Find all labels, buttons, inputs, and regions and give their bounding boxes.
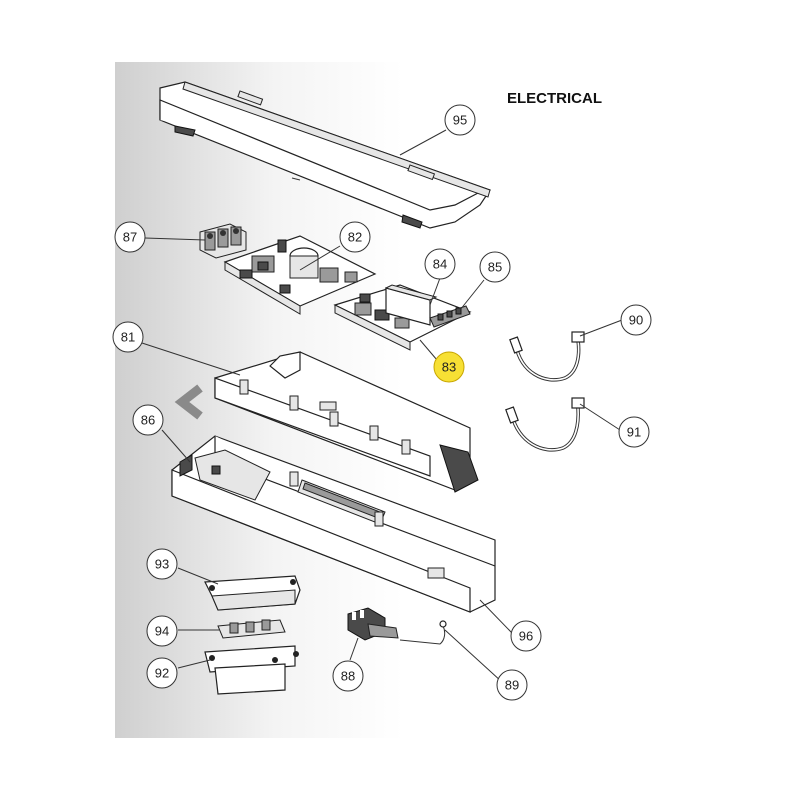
- part-93-bracket: [204, 575, 301, 611]
- part-95-cover: [159, 81, 491, 229]
- part-88-sensor: [347, 607, 399, 641]
- callout-95[interactable]: 95: [444, 104, 476, 136]
- callout-88[interactable]: 88: [332, 660, 364, 692]
- callout-81-label: 81: [121, 330, 135, 345]
- callout-85-label: 85: [488, 260, 502, 275]
- part-94-connector: [217, 619, 286, 639]
- callout-84[interactable]: 84: [424, 248, 456, 280]
- callout-81[interactable]: 81: [112, 321, 144, 353]
- part-92-power-module: [204, 645, 299, 695]
- part-89-wire-sensor: [399, 620, 447, 645]
- part-87-terminal-block: [199, 223, 247, 259]
- callout-90[interactable]: 90: [620, 304, 652, 336]
- callout-84-label: 84: [433, 257, 447, 272]
- callout-82[interactable]: 82: [339, 221, 371, 253]
- chevron-left-icon[interactable]: [174, 384, 203, 420]
- callout-91[interactable]: 91: [618, 416, 650, 448]
- callout-96[interactable]: 96: [510, 620, 542, 652]
- diagram-background: [115, 62, 755, 738]
- callout-94[interactable]: 94: [146, 615, 178, 647]
- callout-87[interactable]: 87: [114, 221, 146, 253]
- callout-82-label: 82: [348, 230, 362, 245]
- callout-89-label: 89: [505, 678, 519, 693]
- part-90-wire-harness: [509, 331, 585, 382]
- callout-93[interactable]: 93: [146, 548, 178, 580]
- callout-95-label: 95: [453, 113, 467, 128]
- callout-83[interactable]: 83: [433, 351, 465, 383]
- callout-86[interactable]: 86: [132, 404, 164, 436]
- callout-92-label: 92: [155, 666, 169, 681]
- callout-91-label: 91: [627, 425, 641, 440]
- callout-94-label: 94: [155, 624, 169, 639]
- callout-96-label: 96: [519, 629, 533, 644]
- part-81-board-holder: [214, 351, 479, 493]
- part-86-panel-frame: [171, 435, 496, 613]
- diagram-title: ELECTRICAL: [507, 90, 602, 107]
- callout-83-label: 83: [442, 360, 456, 375]
- callout-86-label: 86: [141, 413, 155, 428]
- callout-85[interactable]: 85: [479, 251, 511, 283]
- part-91-wire-harness: [505, 397, 585, 452]
- callout-87-label: 87: [123, 230, 137, 245]
- callout-90-label: 90: [629, 313, 643, 328]
- part-84-display-module: [384, 284, 438, 326]
- callout-93-label: 93: [155, 557, 169, 572]
- callout-89[interactable]: 89: [496, 669, 528, 701]
- part-82-main-board: [223, 235, 377, 315]
- callout-88-label: 88: [341, 669, 355, 684]
- callout-92[interactable]: 92: [146, 657, 178, 689]
- leader-lines: [141, 129, 623, 683]
- part-85-connector-strip: [429, 305, 471, 328]
